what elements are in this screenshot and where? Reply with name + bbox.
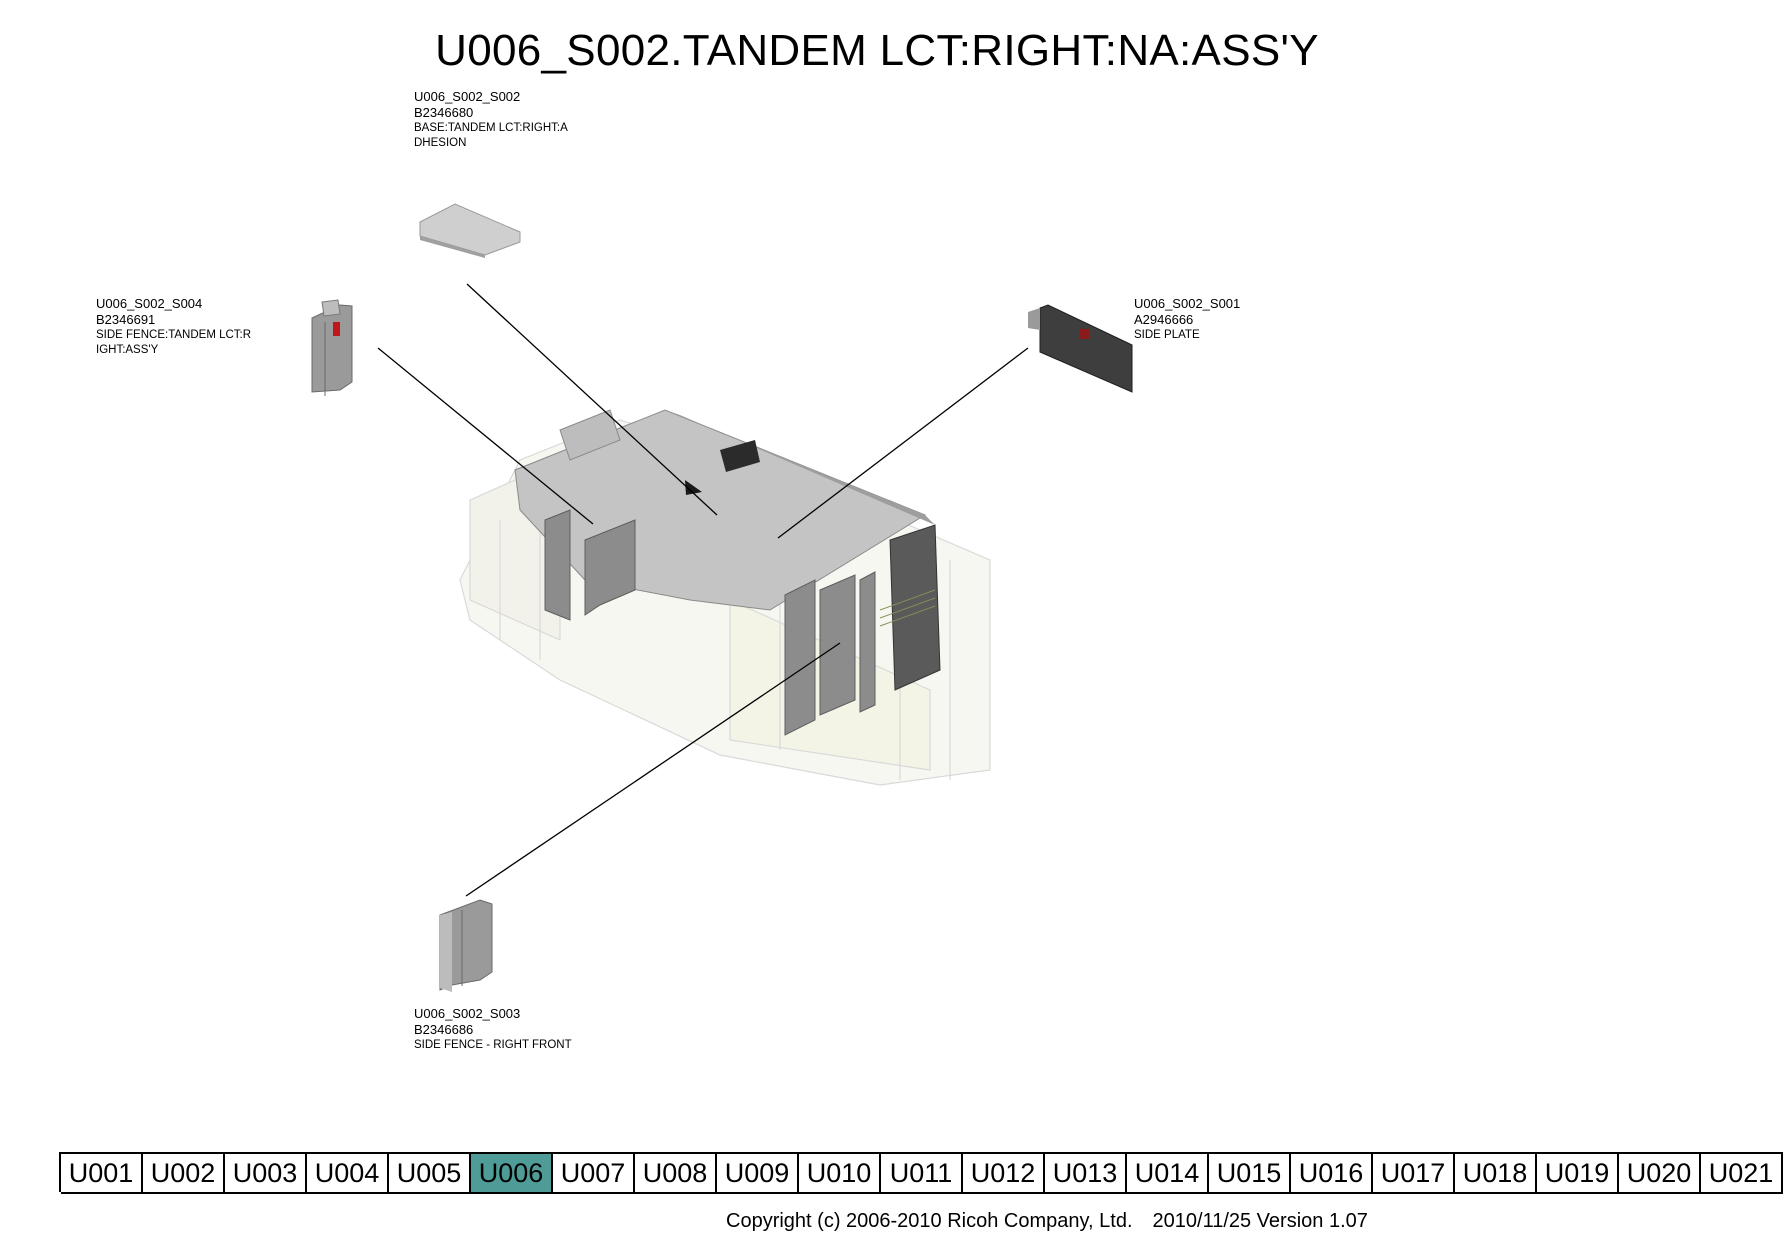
part-number: A2946666 — [1134, 312, 1194, 327]
version-text: 2010/11/25 Version 1.07 — [1152, 1210, 1368, 1232]
nav-item-u012[interactable]: U012 — [963, 1152, 1045, 1194]
nav-item-u005[interactable]: U005 — [389, 1152, 471, 1194]
page-title: U006_S002.TANDEM LCT:RIGHT:NA:ASS'Y — [435, 26, 1319, 75]
nav-item-u008[interactable]: U008 — [635, 1152, 717, 1194]
nav-item-u015[interactable]: U015 — [1209, 1152, 1291, 1194]
nav-item-u016[interactable]: U016 — [1291, 1152, 1373, 1194]
part-id: U006_S002_S003 — [414, 1006, 521, 1021]
copyright-text: Copyright (c) 2006-2010 Ricoh Company, L… — [726, 1210, 1133, 1232]
nav-item-u018[interactable]: U018 — [1455, 1152, 1537, 1194]
part-desc-line: SIDE FENCE:TANDEM LCT:R — [96, 329, 252, 341]
nav-item-u003[interactable]: U003 — [225, 1152, 307, 1194]
nav-item-u020[interactable]: U020 — [1619, 1152, 1701, 1194]
leader-lines — [377, 283, 1029, 897]
part-base-adhesion — [419, 203, 521, 258]
nav-item-u010[interactable]: U010 — [799, 1152, 881, 1194]
part-number: B2346686 — [414, 1022, 474, 1037]
nav-item-u009[interactable]: U009 — [717, 1152, 799, 1194]
part-number: B2346691 — [96, 312, 156, 327]
callout-side-plate: U006_S002_S001 A2946666 SIDE PLATE — [1134, 296, 1240, 343]
part-desc-line: IGHT:ASS'Y — [96, 344, 159, 356]
part-desc-line: BASE:TANDEM LCT:RIGHT:A — [414, 122, 568, 134]
part-id: U006_S002_S002 — [414, 89, 521, 104]
nav-item-u006[interactable]: U006 — [471, 1152, 553, 1194]
nav-item-u004[interactable]: U004 — [307, 1152, 389, 1194]
nav-item-u011[interactable]: U011 — [881, 1152, 963, 1194]
nav-item-u007[interactable]: U007 — [553, 1152, 635, 1194]
nav-item-u014[interactable]: U014 — [1127, 1152, 1209, 1194]
part-id: U006_S002_S001 — [1134, 296, 1241, 311]
footer: Copyright (c) 2006-2010 Ricoh Company, L… — [726, 1210, 1368, 1233]
callout-side-fence: U006_S002_S004 B2346691 SIDE FENCE:TANDE… — [96, 296, 251, 358]
callout-side-fence-right-front: U006_S002_S003 B2346686 SIDE FENCE - RIG… — [414, 1006, 572, 1053]
nav-item-u013[interactable]: U013 — [1045, 1152, 1127, 1194]
part-side-fence — [311, 299, 353, 396]
part-side-plate — [1028, 304, 1133, 393]
nav-item-u019[interactable]: U019 — [1537, 1152, 1619, 1194]
callout-base: U006_S002_S002 B2346680 BASE:TANDEM LCT:… — [414, 89, 568, 151]
part-id: U006_S002_S004 — [96, 296, 203, 311]
nav-item-u021[interactable]: U021 — [1701, 1152, 1783, 1194]
part-number: B2346680 — [414, 105, 474, 120]
nav-item-u017[interactable]: U017 — [1373, 1152, 1455, 1194]
nav-item-u002[interactable]: U002 — [143, 1152, 225, 1194]
nav-item-u001[interactable]: U001 — [61, 1152, 143, 1194]
part-side-fence-right-front — [439, 899, 493, 992]
part-desc-line: SIDE PLATE — [1134, 329, 1200, 341]
part-desc-line: SIDE FENCE - RIGHT FRONT — [414, 1039, 572, 1051]
part-desc-line: DHESION — [414, 137, 467, 149]
